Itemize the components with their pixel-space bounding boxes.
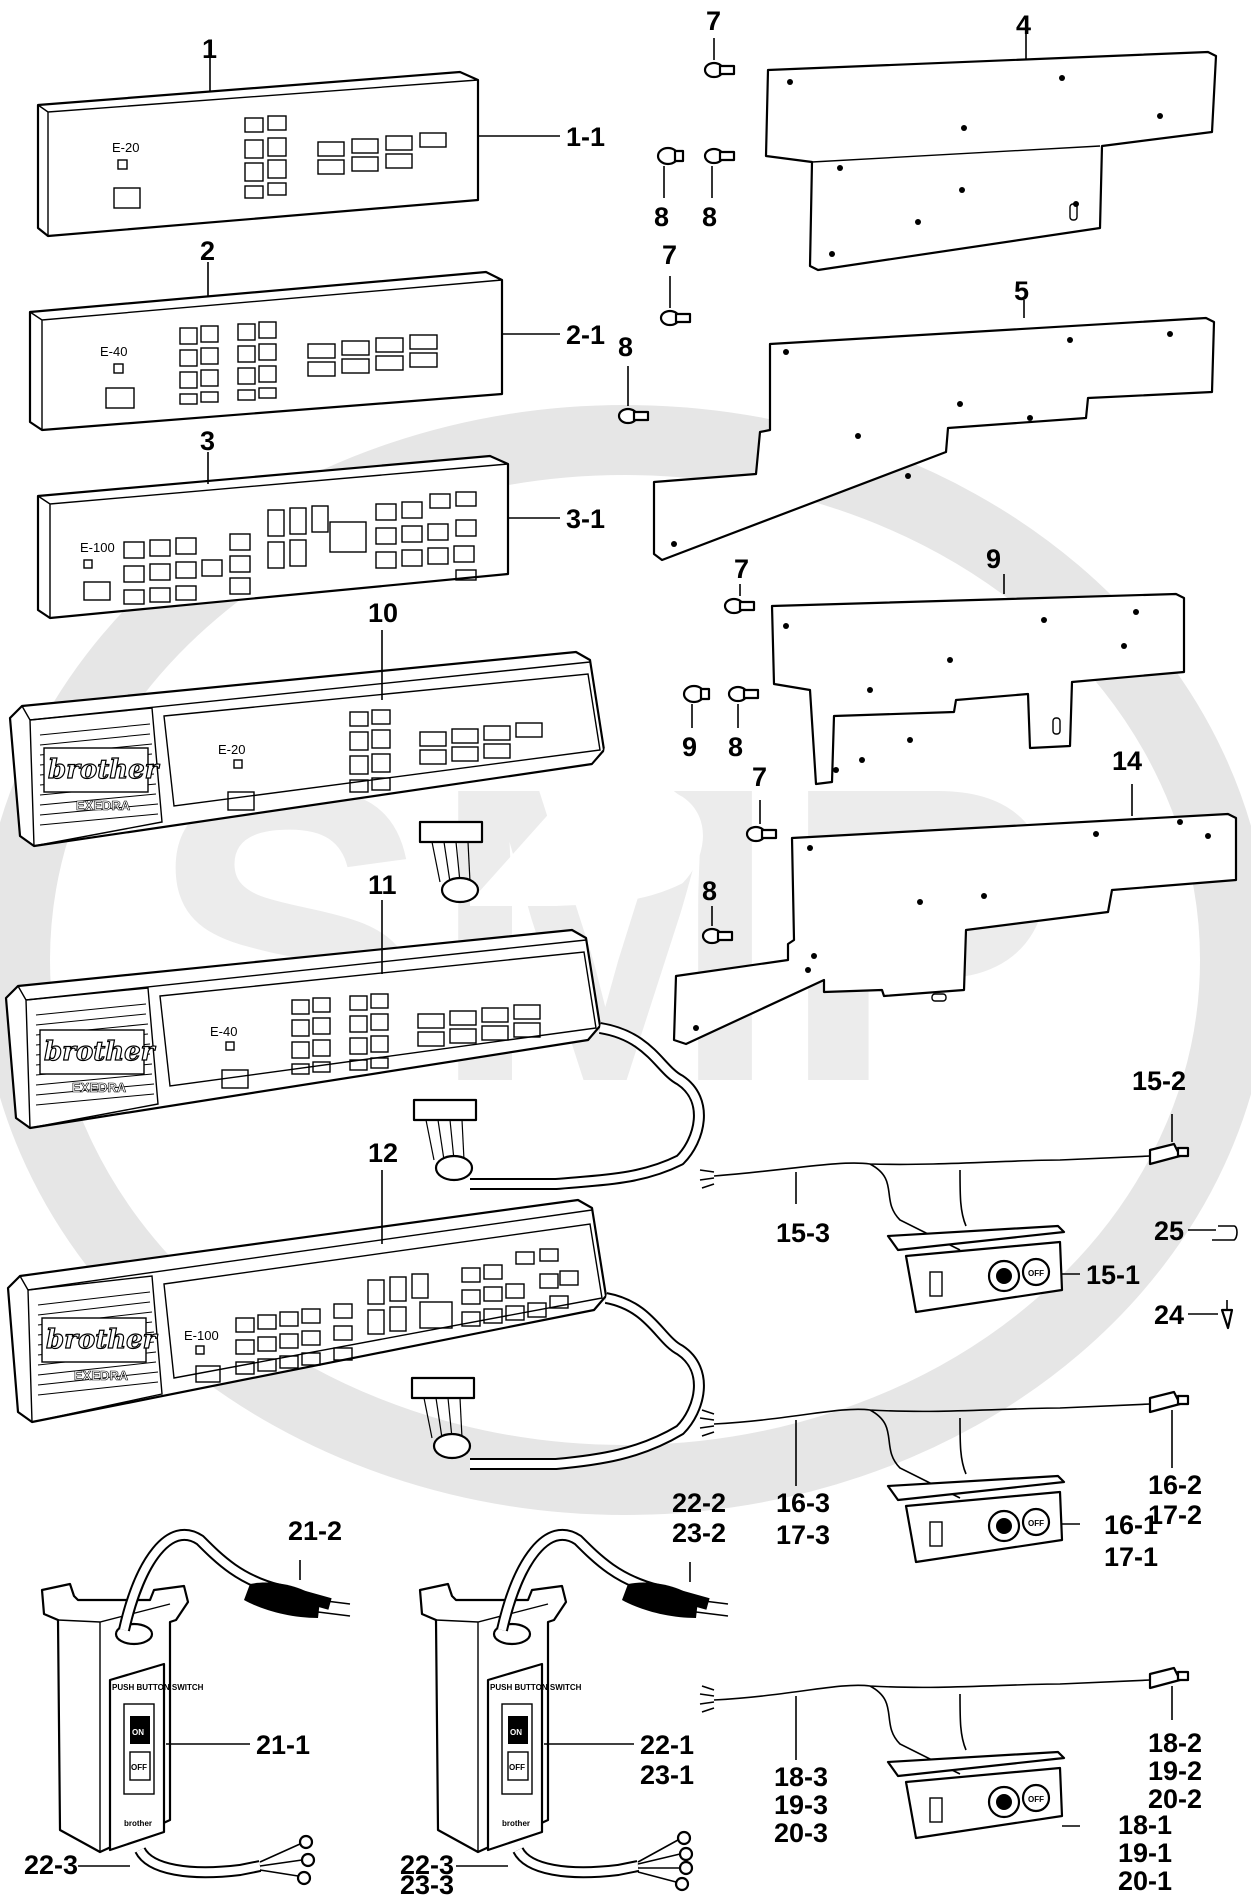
label-21-1: 21-1	[256, 1730, 310, 1760]
label-8d: 8	[702, 876, 717, 906]
label-15-1: 15-1	[1086, 1260, 1140, 1290]
label-20-2: 20-2	[1148, 1784, 1202, 1814]
panel-2-model: E-40	[100, 344, 127, 359]
switch-21-title: PUSH BUTTON SWITCH	[112, 1683, 204, 1692]
label-17-3: 17-3	[776, 1520, 830, 1550]
label-22-2: 22-2	[672, 1488, 726, 1518]
label-7a: 7	[706, 6, 721, 36]
switch-22-off: OFF	[509, 1763, 525, 1772]
label-8a: 8	[702, 202, 717, 232]
label-8c: 8	[728, 732, 743, 762]
label-4: 4	[1016, 10, 1031, 40]
bracket-4	[764, 50, 1218, 272]
label-18-3: 18-3	[774, 1762, 828, 1792]
label-13: 12	[368, 1138, 398, 1168]
label-15-3: 15-3	[776, 1218, 830, 1248]
label-14: 14	[1112, 746, 1142, 776]
panel-1: E-20	[36, 70, 480, 238]
label-7c: 7	[734, 554, 749, 584]
part-24-tack	[1220, 1300, 1234, 1330]
switch-18-off: OFF	[1028, 1795, 1044, 1804]
label-17-1: 17-1	[1104, 1542, 1158, 1572]
label-22-3b: 22-3	[400, 1850, 454, 1880]
label-9b: 9	[682, 732, 697, 762]
label-22-1: 22-1	[640, 1730, 694, 1760]
push-switch-21: PUSH BUTTON SWITCH ON OFF brother	[40, 1528, 351, 1886]
panel-1-model: E-20	[112, 140, 139, 155]
label-15-2: 15-2	[1132, 1066, 1186, 1096]
label-7d: 7	[752, 762, 767, 792]
label-18-1: 18-1	[1118, 1810, 1172, 1840]
label-20-3: 20-3	[774, 1818, 828, 1848]
label-2-1: 2-1	[566, 320, 605, 350]
box-11-brand: brother	[48, 755, 161, 785]
label-1: 1	[202, 34, 217, 64]
switch-21-on: ON	[132, 1728, 144, 1737]
label-19-1: 19-1	[1118, 1838, 1172, 1868]
label-19-3: 19-3	[774, 1790, 828, 1820]
box-12-model: E-40	[210, 1024, 237, 1039]
label-16-1: 16-1	[1104, 1510, 1158, 1540]
label-25: 25	[1154, 1216, 1184, 1246]
box-13-brand: brother	[46, 1325, 159, 1355]
box-13-brand-sub: EXEDRA	[74, 1368, 129, 1383]
label-23-3: 23-3	[400, 1870, 454, 1896]
label-24: 24	[1154, 1300, 1184, 1330]
cord-assembly-18-20: OFF	[699, 1666, 1190, 1840]
label-19-2: 19-2	[1148, 1756, 1202, 1786]
panel-2: E-40	[28, 270, 504, 432]
label-16-2: 16-2	[1148, 1470, 1202, 1500]
label-2: 2	[200, 236, 215, 266]
cord-assembly-16-17: OFF	[699, 1390, 1190, 1564]
label-3: 3	[200, 426, 215, 456]
box-13-model: E-100	[184, 1328, 219, 1343]
part-25-clip	[1212, 1225, 1238, 1241]
switch-15-off: OFF	[1028, 1269, 1044, 1278]
label-20-1: 20-1	[1118, 1866, 1172, 1896]
label-23-2: 23-2	[672, 1518, 726, 1548]
push-switch-22-23: PUSH BUTTON SWITCH ON OFF brother	[418, 1528, 729, 1892]
label-11: 10	[368, 598, 398, 628]
label-17-2: 17-2	[1148, 1500, 1202, 1530]
label-18-2: 18-2	[1148, 1728, 1202, 1758]
switch-16-off: OFF	[1028, 1519, 1044, 1528]
control-box-11: brother EXEDRA E-20	[8, 650, 606, 848]
bracket-10	[770, 592, 1186, 786]
label-22-3a: 22-3	[24, 1850, 78, 1880]
box-11-brand-sub: EXEDRA	[76, 798, 131, 813]
bracket-14	[672, 812, 1238, 1046]
panel-3: E-100	[36, 454, 510, 620]
label-9a: 8	[654, 202, 669, 232]
label-12: 11	[368, 870, 397, 900]
bracket-5	[652, 316, 1216, 562]
label-16-3: 16-3	[776, 1488, 830, 1518]
label-23-1: 23-1	[640, 1760, 694, 1790]
box-12-brand: brother	[44, 1037, 157, 1067]
label-21-2: 21-2	[288, 1516, 342, 1546]
box-11-model: E-20	[218, 742, 245, 757]
switch-22-maker: brother	[502, 1819, 530, 1828]
label-1-1: 1-1	[566, 122, 605, 152]
switch-22-on: ON	[510, 1728, 522, 1737]
switch-22-title: PUSH BUTTON SWITCH	[490, 1683, 582, 1692]
cord-assembly-15: OFF	[699, 1142, 1190, 1314]
label-10: 9	[986, 544, 1001, 574]
control-box-13: brother EXEDRA E-100	[6, 1198, 608, 1424]
panel-3-model: E-100	[80, 540, 115, 555]
switch-21-off: OFF	[131, 1763, 147, 1772]
label-3-1: 3-1	[566, 504, 605, 534]
control-box-12: brother EXEDRA E-40	[4, 928, 602, 1130]
switch-21-maker: brother	[124, 1819, 152, 1828]
label-5: 5	[1014, 276, 1029, 306]
label-8b: 8	[618, 332, 633, 362]
screws	[617, 61, 778, 945]
label-7b: 7	[662, 240, 677, 270]
box-12-brand-sub: EXEDRA	[72, 1080, 127, 1095]
